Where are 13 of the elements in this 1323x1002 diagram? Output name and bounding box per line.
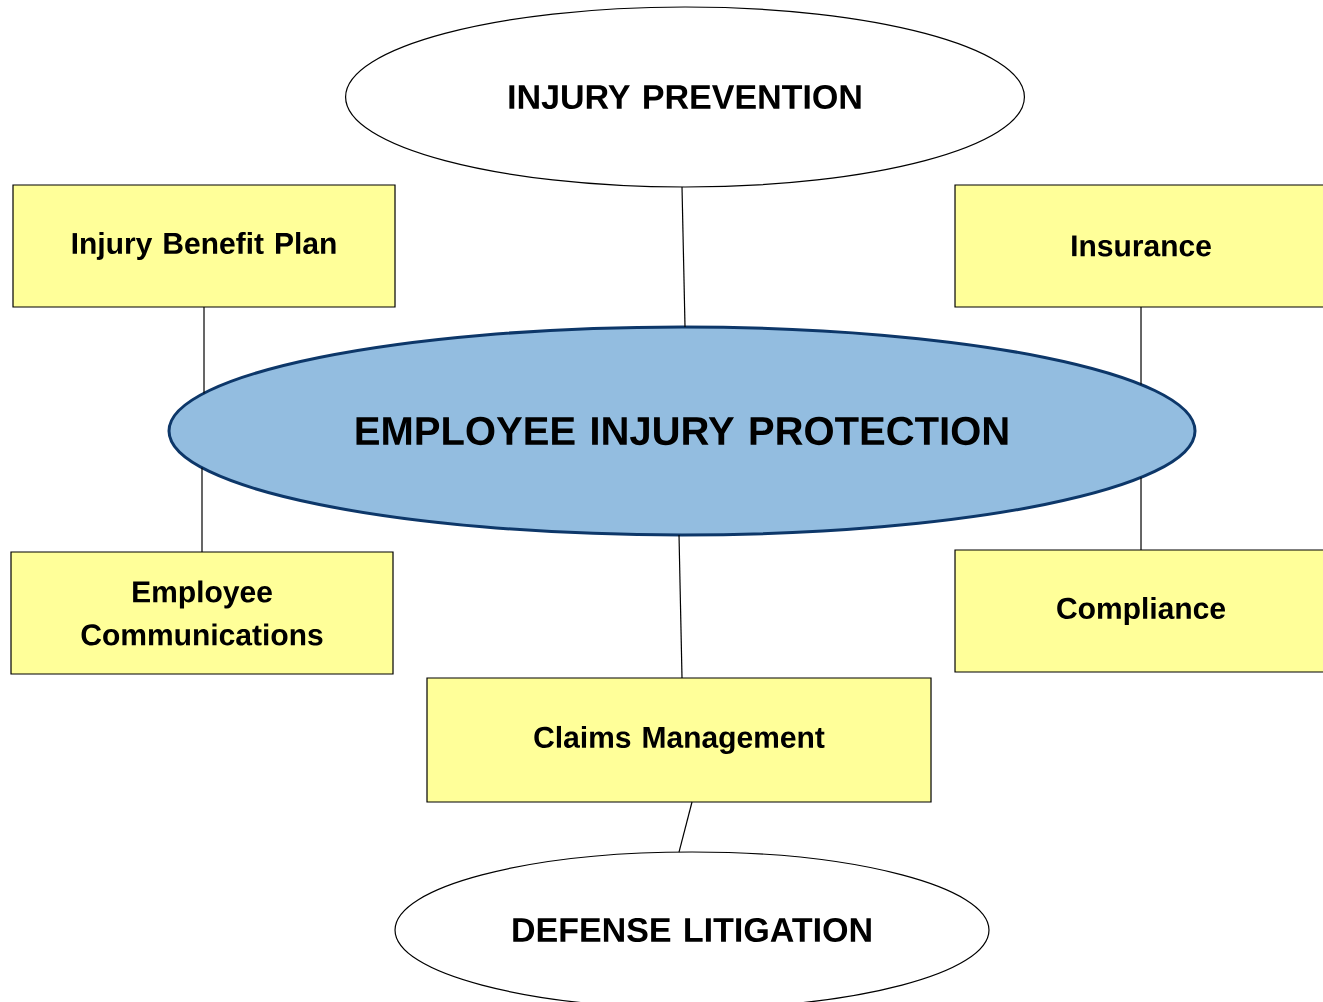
connector-line (203, 306, 205, 394)
connector-line (678, 801, 693, 853)
topic-box: Insurance (954, 184, 1323, 308)
connector-line (1140, 306, 1142, 386)
connector-line (678, 534, 683, 679)
topic-box: Employee Communications (10, 551, 394, 675)
connector-line (681, 186, 686, 328)
connector-line (201, 467, 203, 553)
oval-node: INJURY PREVENTION (345, 6, 1025, 188)
topic-box: Compliance (954, 549, 1323, 673)
topic-box: Injury Benefit Plan (12, 184, 396, 308)
topic-box: Claims Management (426, 677, 932, 803)
connector-line (1140, 476, 1142, 551)
